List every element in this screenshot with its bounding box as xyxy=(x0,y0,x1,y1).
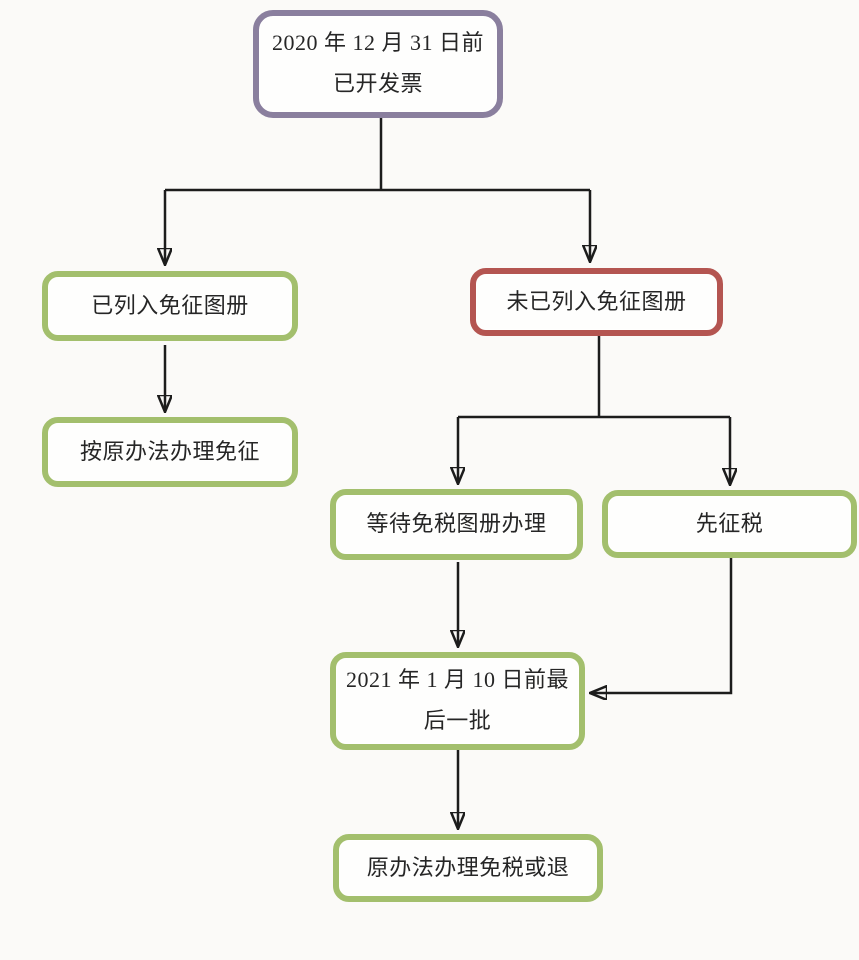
node-wait-exemption-catalog: 等待免税图册办理 xyxy=(330,489,583,560)
node-tax-first: 先征税 xyxy=(602,490,857,558)
node-exemption-per-original-method: 按原办法办理免征 xyxy=(42,417,298,487)
node-last-batch-before-2021-1-10: 2021 年 1 月 10 日前最 后一批 xyxy=(330,652,585,750)
node-listed-in-exemption-catalog: 已列入免征图册 xyxy=(42,271,298,341)
node-not-listed-in-exemption-catalog: 未已列入免征图册 xyxy=(470,268,723,336)
node-invoiced-before-deadline: 2020 年 12 月 31 日前 已开发票 xyxy=(253,10,503,118)
arrow-tax-first-to-last-batch xyxy=(591,558,733,693)
node-original-method-exempt-or-refund: 原办法办理免税或退 xyxy=(333,834,603,902)
